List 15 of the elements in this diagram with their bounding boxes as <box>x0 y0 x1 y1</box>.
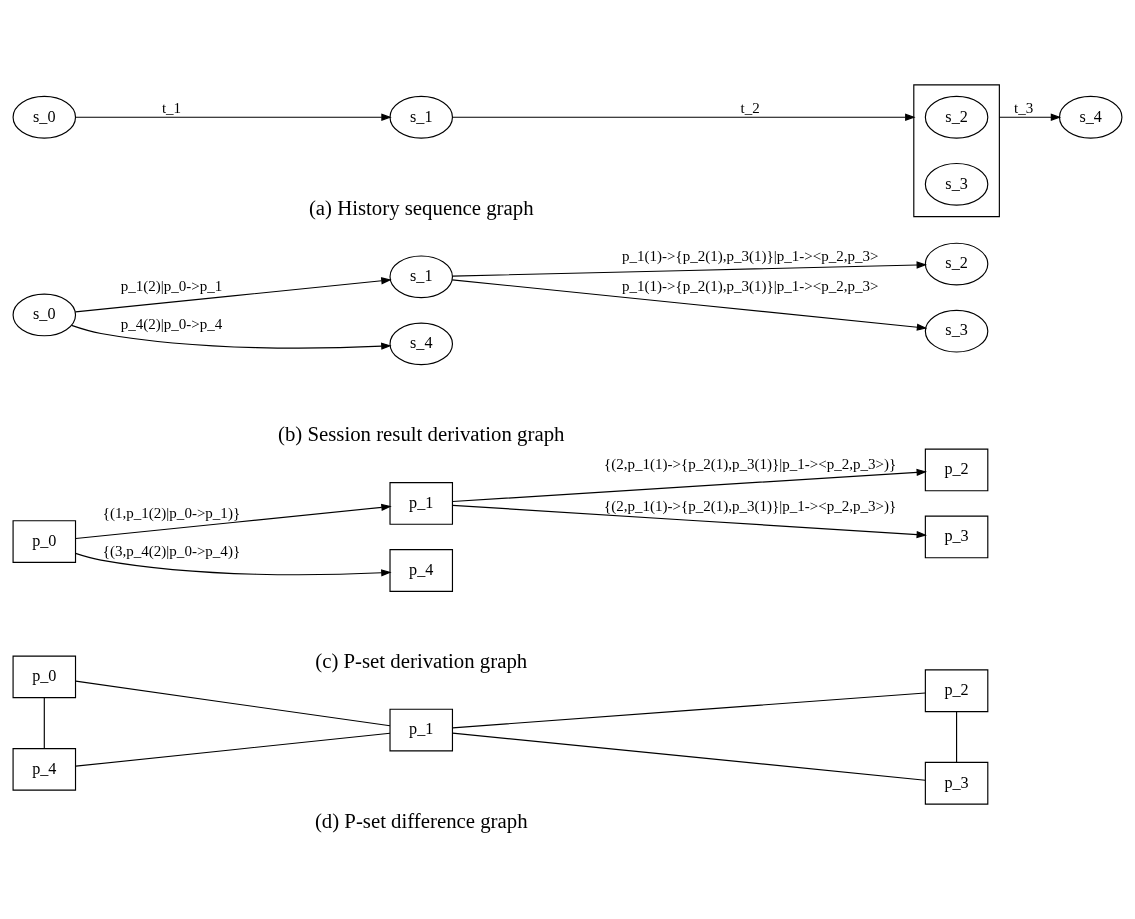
edge-label: {(3,p_4(2)|p_0->p_4)} <box>102 542 241 559</box>
label: (c) P-set derivation graph <box>315 649 528 674</box>
edge-label: p_1(2)|p_0->p_1 <box>120 278 223 295</box>
label: (a) History sequence graph <box>308 195 534 220</box>
edge-label: p_1(1)->{p_2(1),p_3(1)}|p_1-><p_2,p_3> <box>621 248 879 265</box>
edge-label: {(2,p_1(1)->{p_2(1),p_3(1)}|p_1-><p_2,p_3>)} <box>604 497 897 514</box>
edge-label: t_3 <box>1014 100 1034 117</box>
edge-label: t_2 <box>740 100 760 117</box>
edge-label: p_4(2)|p_0->p_4 <box>120 316 223 333</box>
edge-label: {(1,p_1(2)|p_0->p_1)} <box>102 504 241 521</box>
edge-label: t_1 <box>161 100 182 117</box>
edge-label: {(2,p_1(1)->{p_2(1),p_3(1)}|p_1-><p_2,p_3>)} <box>604 456 897 473</box>
edge-label: p_1(1)->{p_2(1),p_3(1)}|p_1-><p_2,p_3> <box>621 278 879 295</box>
label: (b) Session result derivation graph <box>277 422 565 447</box>
label: (d) P-set difference graph <box>314 808 528 833</box>
